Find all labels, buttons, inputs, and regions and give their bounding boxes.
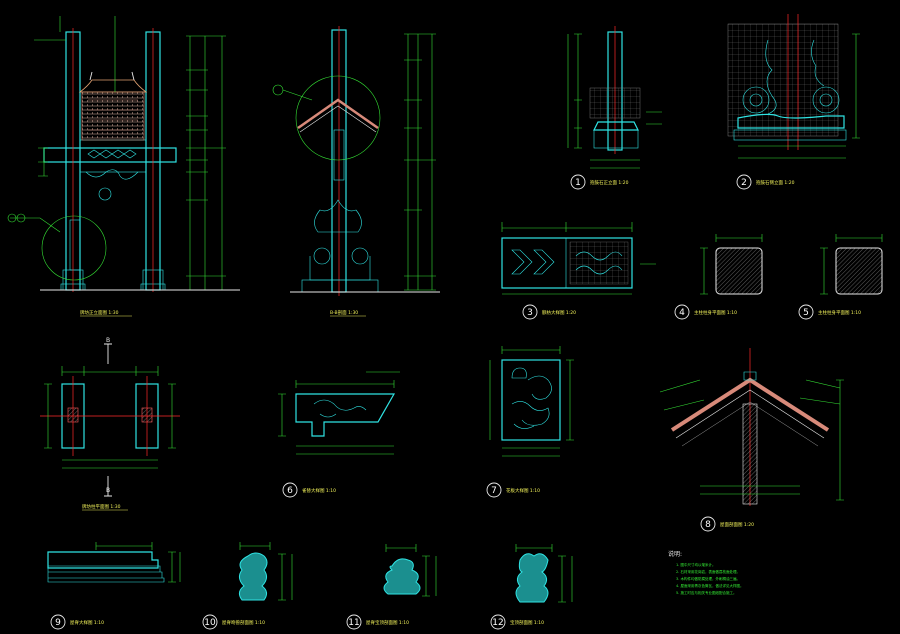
detail-3-view [501,222,656,295]
callout-4: 4 [679,308,685,318]
front-elevation-view [7,16,240,292]
note-line: 5. 施工时应与相关专业图纸配合施工。 [676,590,736,595]
title-detail-8: 屋面剖面图 1:20 [720,521,754,528]
callout-1: 1 [575,178,581,188]
view-titles: 牌坊正立面图 1:30 B-B剖面 1:30 1 抱鼓石正立面 1:20 2 抱… [50,174,861,630]
detail-5-view [820,234,883,295]
detail-6-view [278,371,400,455]
detail-7-view [489,346,574,457]
notes-heading: 说明: [668,550,682,558]
title-detail-10: 屋脊吻兽剖面图 1:10 [222,619,265,626]
section-mark-bottom: B [106,487,110,494]
title-detail-3: 额枋大样图 1:20 [542,309,576,316]
note-line: 2. 石材采用花岗岩，表面做荔枝面处理。 [676,569,740,574]
title-detail-2: 抱鼓石侧立面 1:20 [756,179,795,186]
callout-9: 9 [55,618,61,628]
section-b-view [272,26,440,296]
callout-10: 10 [204,618,216,628]
detail-2-view [727,14,860,159]
callout-2: 2 [741,178,747,188]
title-detail-12: 宝顶剖面图 1:10 [510,619,544,626]
detail-10-view [238,542,293,601]
callout-8: 8 [705,520,711,530]
callout-5: 5 [803,308,809,318]
detail-4-view [700,234,763,295]
plan-view [40,343,180,497]
note-line: 4. 屋面采用青灰色筒瓦，做法详见大样图。 [676,583,743,588]
detail-12-view [515,544,573,603]
detail-8-view [659,348,844,506]
detail-11-view [383,544,437,597]
title-detail-5: 主柱柱身平面图 1:10 [818,309,861,316]
detail-1-view [567,26,662,169]
callout-7: 7 [491,486,497,496]
general-notes: 说明: 1. 图中尺寸均以毫米计。 2. 石材采用花岗岩，表面做荔枝面处理。 3… [668,550,743,595]
title-plan: 牌坊柱平面图 1:30 [82,503,121,510]
title-detail-9: 屋脊大样图 1:10 [70,619,104,626]
note-line: 1. 图中尺寸均以毫米计。 [676,562,715,567]
title-detail-11: 屋脊宝顶剖面图 1:10 [366,619,409,626]
callout-6: 6 [287,486,293,496]
title-detail-4: 主柱柱身平面图 1:10 [694,309,737,316]
title-section-b: B-B剖面 1:30 [330,309,358,316]
title-front-elevation: 牌坊正立面图 1:30 [80,309,119,316]
section-mark-top: B [106,337,110,344]
title-detail-1: 抱鼓石正立面 1:20 [590,179,629,186]
title-detail-7: 花板大样图 1:10 [506,487,540,494]
callout-12: 12 [492,618,503,628]
note-line: 3. 木构件均做防腐处理，外刷桐油三遍。 [676,576,740,581]
callout-11: 11 [348,618,359,628]
title-detail-6: 雀替大样图 1:10 [302,487,336,494]
callout-3: 3 [527,308,533,318]
detail-9-view [47,542,181,583]
